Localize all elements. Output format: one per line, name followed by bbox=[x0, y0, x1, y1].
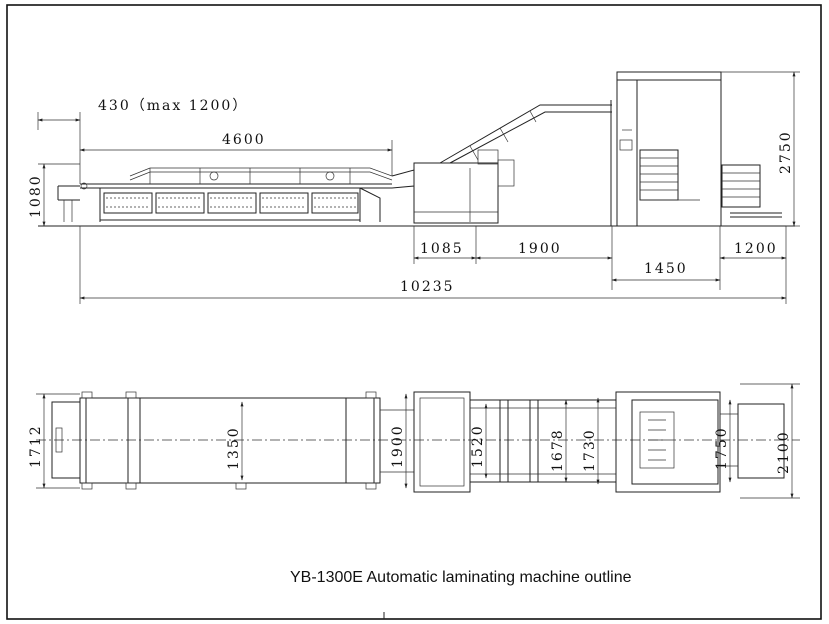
stacker-unit bbox=[610, 71, 782, 226]
laminating-top bbox=[413, 391, 617, 493]
drawing-border bbox=[6, 4, 822, 620]
dim-height: 2750 bbox=[778, 130, 794, 174]
dim-top-1900: 1900 bbox=[390, 424, 406, 468]
dim-1085: 1085 bbox=[420, 241, 464, 257]
dim-1750: 1750 bbox=[714, 426, 730, 470]
feeder-conveyor bbox=[57, 167, 415, 222]
dim-feeder-length: 4600 bbox=[222, 132, 266, 148]
top-view: 1712 1350 1900 1520 1678 1730 1750 2100 bbox=[28, 383, 800, 499]
dim-1200: 1200 bbox=[734, 241, 778, 257]
dim-1450: 1450 bbox=[644, 261, 688, 277]
dim-1678: 1678 bbox=[550, 428, 566, 472]
dim-feeder-height: 1080 bbox=[28, 174, 44, 218]
side-view: 430（max 1200） 4600 1080 1085 1900 1200 1… bbox=[28, 71, 800, 304]
dim-feeder-width: 1350 bbox=[226, 426, 242, 470]
inclined-conveyor bbox=[439, 104, 612, 164]
stacker-top bbox=[615, 391, 785, 493]
dim-left-width: 1712 bbox=[28, 424, 44, 468]
laminating-unit bbox=[413, 149, 515, 224]
dim-total: 10235 bbox=[400, 279, 455, 295]
dim-2100: 2100 bbox=[776, 430, 792, 474]
dim-1900: 1900 bbox=[518, 241, 562, 257]
dim-1520: 1520 bbox=[470, 424, 486, 468]
dim-1730: 1730 bbox=[582, 428, 598, 472]
dim-top: 430（max 1200） bbox=[98, 98, 248, 114]
drawing-caption: YB-1300E Automatic laminating machine ou… bbox=[290, 569, 632, 586]
feeder-top bbox=[51, 391, 414, 490]
